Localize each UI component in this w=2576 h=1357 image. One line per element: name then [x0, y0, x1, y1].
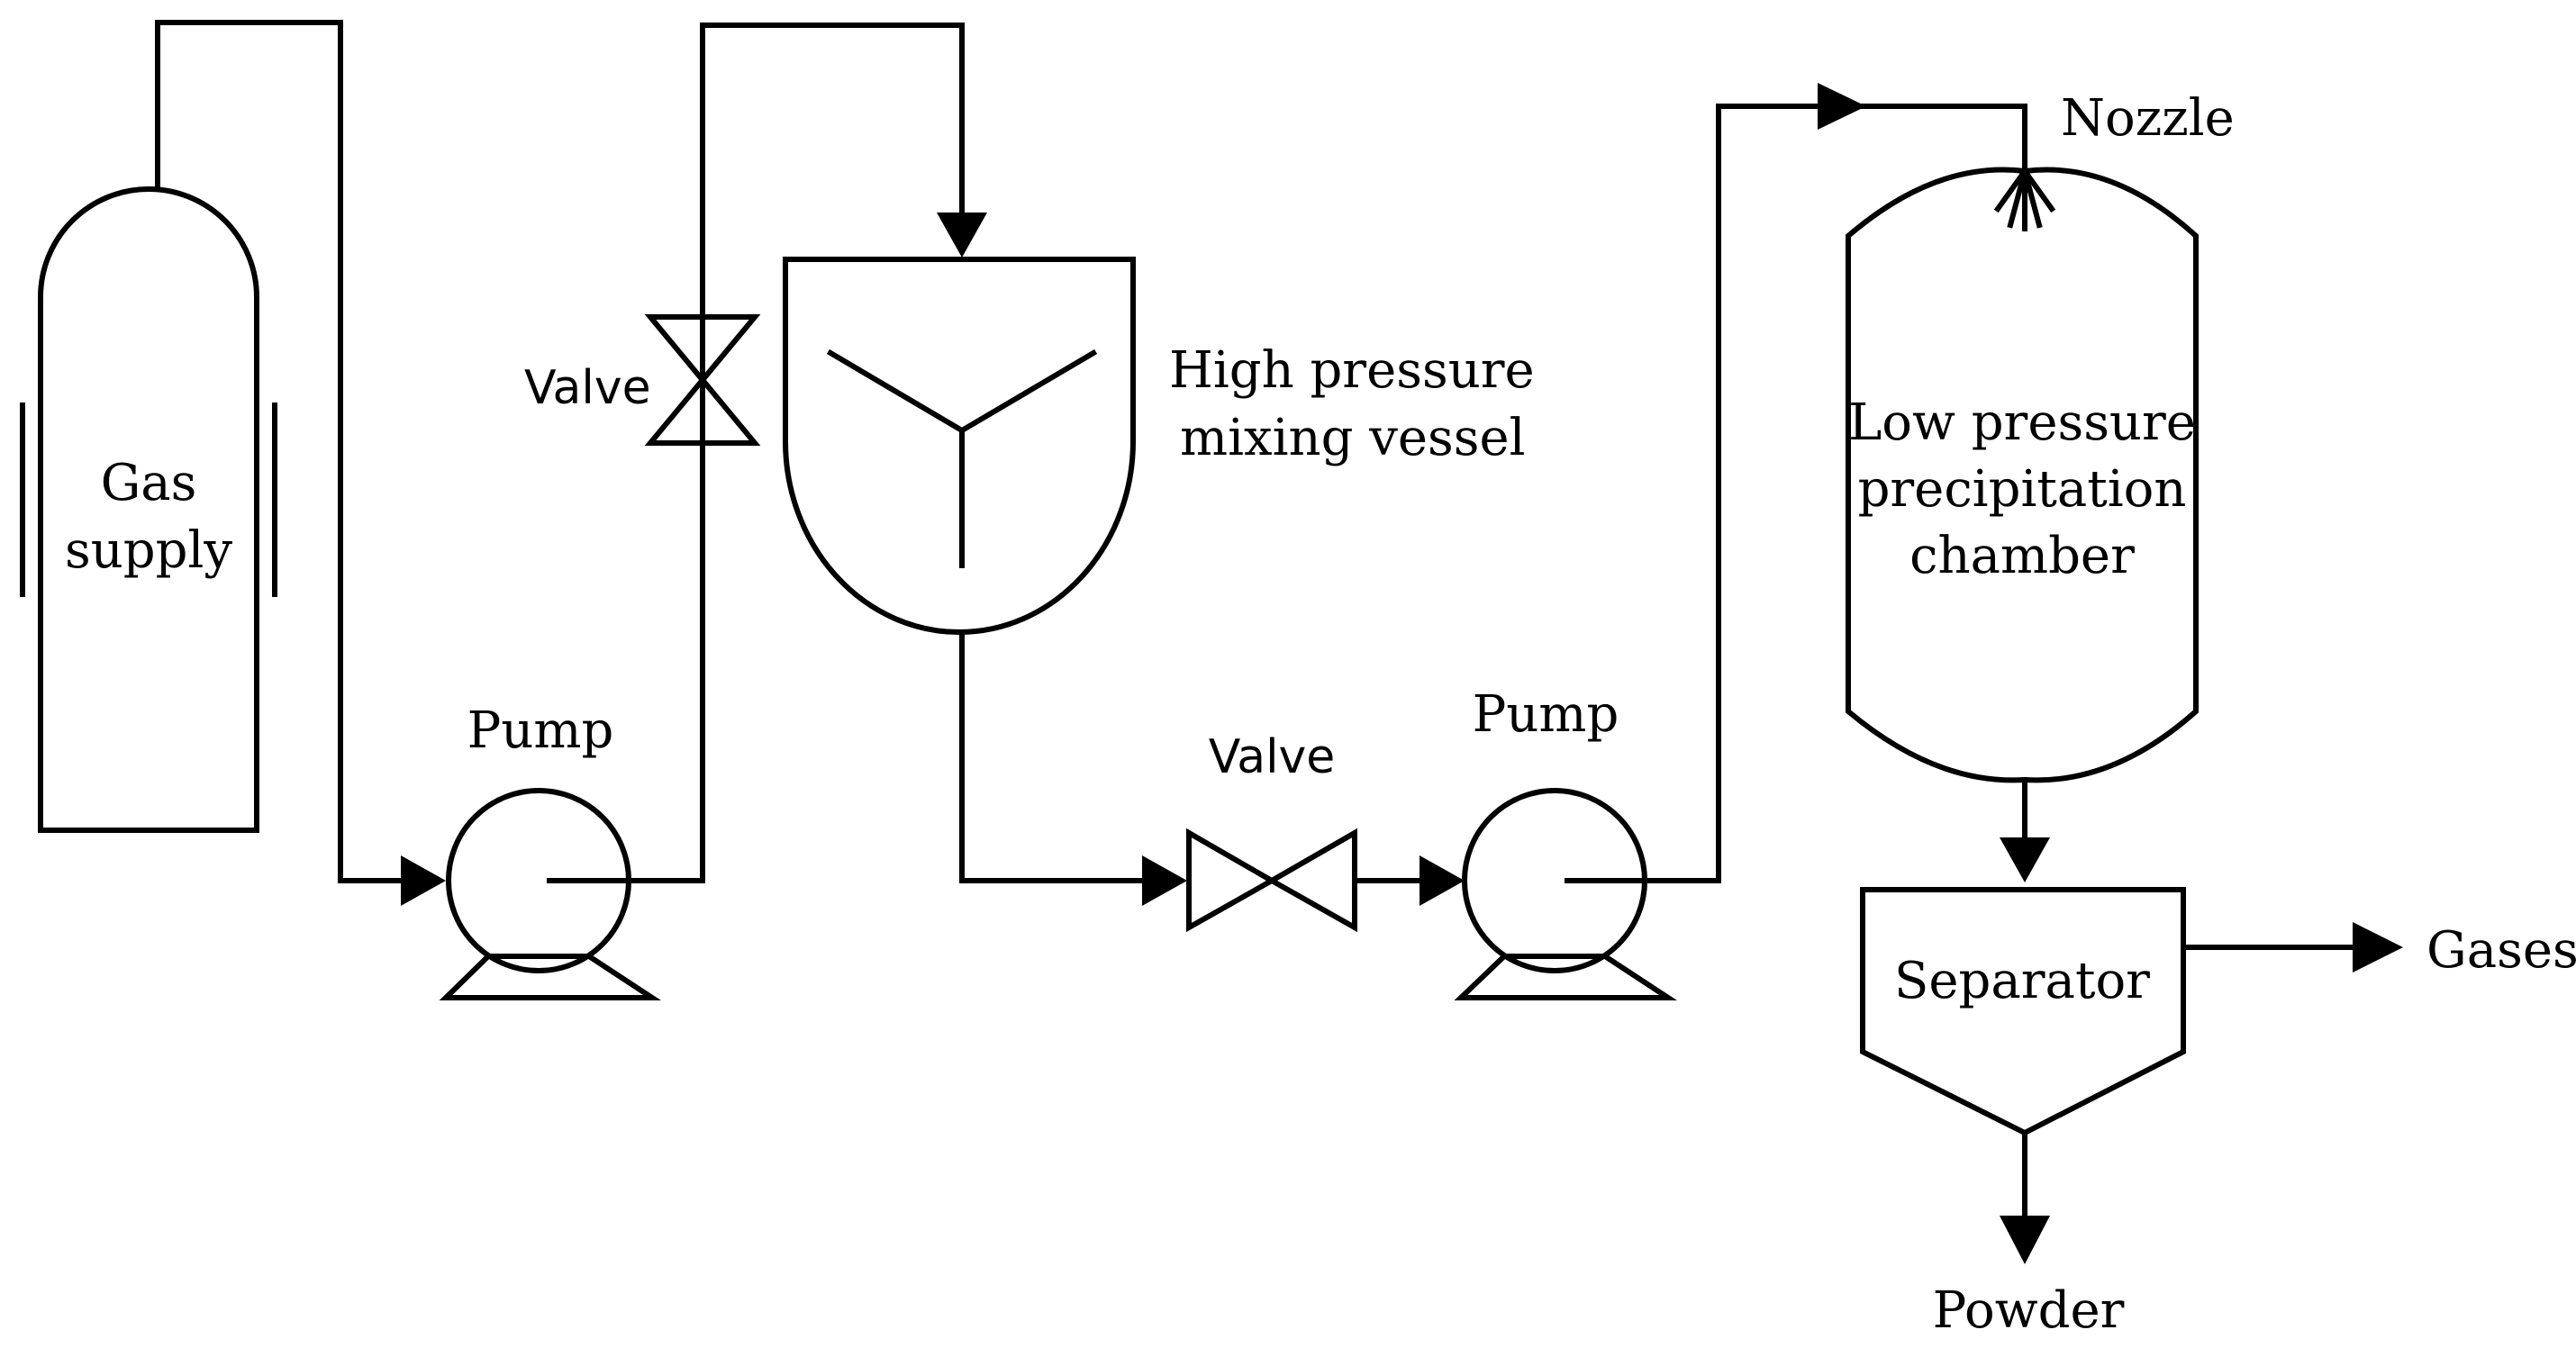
- pipe-vessel-to-valve2: [959, 629, 1147, 883]
- pump-2: Pump: [1454, 685, 1678, 1000]
- separator-label: Separator: [1894, 952, 2150, 1010]
- pump-1-label: Pump: [467, 701, 614, 760]
- valve-2: Valve: [1186, 730, 1357, 933]
- pipe-pump2-to-nozzle: [1642, 104, 1824, 883]
- pump-2-label: Pump: [1473, 685, 1619, 744]
- arrow-into-pump1: [401, 855, 446, 906]
- chamber-label-line1: Low pressure: [1848, 394, 2196, 452]
- chamber-label-line3: chamber: [1909, 527, 2135, 585]
- high-pressure-mixing-vessel: High pressure mixing vessel: [783, 257, 1535, 635]
- gas-supply-label-line1: Gas: [101, 454, 197, 512]
- pipe-pump1-to-vessel: [626, 23, 965, 883]
- gas-supply-cylinder: Gas supply: [20, 186, 277, 833]
- arrow-into-separator: [2000, 837, 2050, 882]
- pump-1: Pump: [439, 701, 662, 1000]
- separator: Separator: [1860, 887, 2186, 1136]
- valve-1-label: Valve: [524, 361, 651, 415]
- arrow-powder: [2000, 1216, 2050, 1264]
- nozzle: Nozzle: [1993, 89, 2235, 231]
- valve-2-label: Valve: [1209, 730, 1336, 784]
- arrow-into-vessel: [937, 213, 987, 258]
- pipe-gas-to-pump1: [155, 20, 408, 883]
- nozzle-label: Nozzle: [2061, 89, 2235, 148]
- gas-supply-label-line2: supply: [65, 521, 232, 580]
- arrow-into-valve2: [1142, 855, 1187, 906]
- valve-1: Valve: [524, 314, 761, 446]
- arrow-gases: [2353, 922, 2403, 973]
- chamber-label-line2: precipitation: [1858, 460, 2187, 519]
- arrow-to-nozzle: [1818, 83, 1866, 130]
- gases-label: Gases: [2426, 921, 2576, 980]
- mixing-vessel-label-line2: mixing vessel: [1180, 409, 1526, 467]
- mixing-vessel-label-line1: High pressure: [1169, 341, 1535, 400]
- arrow-into-pump2: [1420, 855, 1465, 906]
- powder-label: Powder: [1933, 1281, 2125, 1340]
- low-pressure-precipitation-chamber: Low pressure precipitation chamber: [1846, 167, 2199, 783]
